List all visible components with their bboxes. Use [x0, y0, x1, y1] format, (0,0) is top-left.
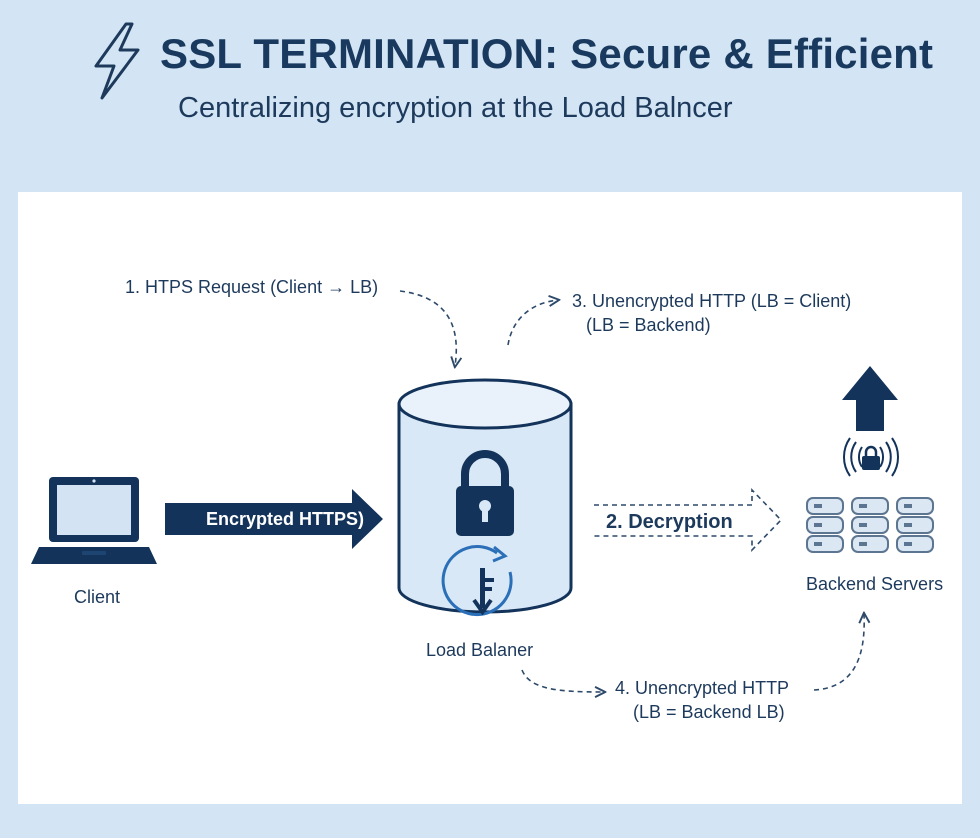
- step1-dashed-arrow: [399, 290, 456, 366]
- server-stack-icon: [806, 497, 934, 553]
- header: SSL TERMINATION: Secure & Efficient Cent…: [0, 0, 980, 190]
- page-subtitle: Centralizing encryption at the Load Baln…: [178, 92, 733, 124]
- step4-label-line2: (LB = Backend LB): [633, 702, 785, 722]
- page-title: SSL TERMINATION: Secure & Efficient: [160, 30, 934, 77]
- step1-label: 1. HTPS Request (Client → LB): [125, 277, 379, 297]
- step3-dashed-arrow: [507, 300, 558, 346]
- lightning-bolt-icon: [94, 22, 140, 100]
- wireless-lock-icon: [843, 437, 899, 477]
- step3-label-line2: (LB = Backend): [586, 315, 711, 335]
- step4-label-line1: 4. Unencrypted HTTP: [615, 678, 790, 698]
- load-balancer-label: Load Balaner: [426, 640, 534, 660]
- laptop-icon: [31, 477, 157, 564]
- step4-dashed-arrow: [521, 669, 604, 692]
- up-arrow-icon: [842, 366, 898, 431]
- backend-servers-label: Backend Servers: [806, 574, 944, 594]
- encrypted-https-label: Encrypted HTTPS): [206, 509, 365, 529]
- step3-label-line1: 3. Unencrypted HTTP (LB = Client): [572, 291, 852, 311]
- padlock-icon: [456, 450, 514, 536]
- key-rotation-icon: [441, 545, 513, 617]
- encrypted-https-arrow: [165, 489, 383, 549]
- decryption-arrow: [594, 488, 783, 552]
- decryption-label: 2. Decryption: [606, 511, 733, 533]
- client-label: Client: [74, 587, 121, 607]
- step4-return-dashed-arrow: [813, 614, 864, 691]
